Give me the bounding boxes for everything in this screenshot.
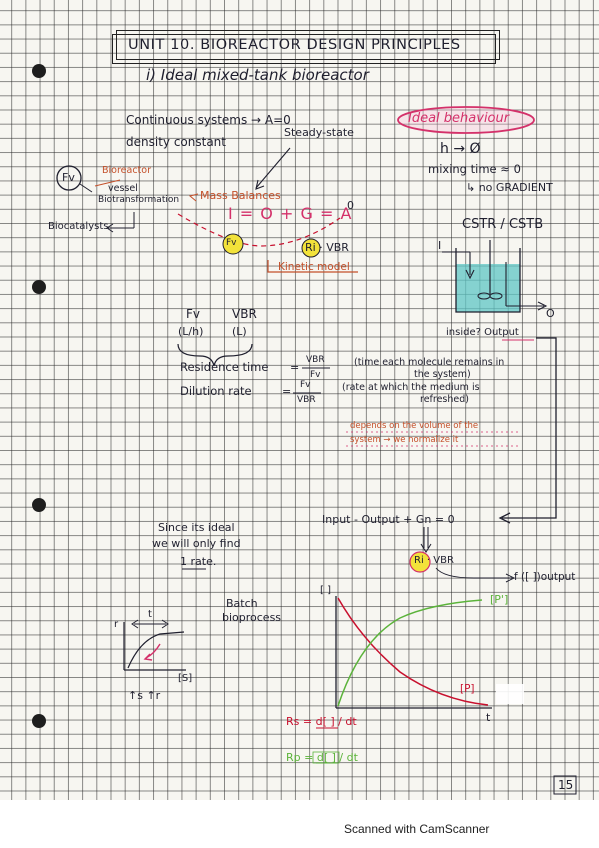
input-output-eq: Input - Output + Gn = 0 xyxy=(322,513,455,526)
page-subtitle: i) Ideal mixed-tank bioreactor xyxy=(146,66,369,84)
mini-s-label: [S] xyxy=(178,673,193,684)
tank-water xyxy=(456,264,520,312)
ideal-behaviour-label: Ideal behaviour xyxy=(408,111,510,126)
mixing-time: mixing time ≈ 0 xyxy=(428,162,521,176)
batch-label-2: bioprocess xyxy=(222,611,282,624)
continuous-note: Continuous systems → A=0 xyxy=(126,113,291,127)
inside-output-label: inside? Output xyxy=(446,327,519,338)
since-ideal-3: 1 rate. xyxy=(180,555,217,568)
biotransformation-note: Biotransformation xyxy=(98,195,180,205)
rs-equation: Rs = d[ ] / dt xyxy=(286,715,357,728)
page-number-box xyxy=(553,775,577,795)
page-title: UNIT 10. BIOREACTOR DESIGN PRINCIPLES xyxy=(128,37,461,53)
density-note: density constant xyxy=(126,135,226,149)
dilution-numerator: Fv xyxy=(300,380,311,390)
batch-p-curve-label: [P'] xyxy=(490,593,509,606)
balance-equation: I = O + G = A xyxy=(228,204,353,223)
f-output-label: f ([ ])output xyxy=(514,571,576,583)
steady-state-note: Steady-state xyxy=(284,126,354,139)
batch-label-1: Batch xyxy=(226,597,258,610)
mini-curve xyxy=(127,631,185,669)
binder-hole xyxy=(32,714,46,728)
residence-note-2: the system) xyxy=(414,369,471,380)
mass-balances-label: Mass Balances xyxy=(200,189,281,202)
output-connector xyxy=(502,337,557,519)
fv-circle xyxy=(56,165,82,191)
notebook-page: UNIT 10. BIOREACTOR DESIGN PRINCIPLES i)… xyxy=(0,0,599,800)
binder-hole xyxy=(32,64,46,78)
title-frame-offset xyxy=(116,30,500,60)
ri-vbr-label: Ri · VBR xyxy=(305,241,349,254)
batch-y-label: [ ] xyxy=(320,585,331,596)
fv-highlight xyxy=(223,234,243,254)
since-ideal-1: Since its ideal xyxy=(158,521,235,534)
fv-units: (L/h) xyxy=(178,325,204,338)
title-frame xyxy=(112,34,496,64)
vbr-var: VBR xyxy=(232,307,257,321)
residence-time-label: Residence time xyxy=(180,360,269,374)
tank-input-label: I xyxy=(438,239,442,252)
mini-r-label: r xyxy=(114,619,119,630)
fv-circle-label: Fv xyxy=(62,171,75,184)
dilution-note-1: (rate at which the medium is xyxy=(342,382,480,393)
bioreactor-note: Bioreactor xyxy=(102,165,151,176)
h-zero: h → Ø xyxy=(440,141,481,157)
tank-output-label: O xyxy=(546,307,555,320)
balance-zero: 0 xyxy=(347,199,354,212)
ri-vbr-label-2: Ri · VBR xyxy=(414,555,454,566)
binder-hole xyxy=(32,280,46,294)
arrow-to-mass-balances xyxy=(255,147,291,189)
fv-vbr-brace xyxy=(177,343,253,367)
batch-t-label: t xyxy=(486,711,491,724)
since-ideal-2: we will only find xyxy=(152,537,241,550)
ideal-behaviour-oval xyxy=(397,106,535,134)
fv-circle-label-2: Fv xyxy=(226,238,237,248)
scanner-watermark: Scanned with CamScanner xyxy=(344,822,490,836)
residence-denominator: Fv xyxy=(310,370,321,380)
residence-numerator: VBR xyxy=(306,355,325,365)
product-curve xyxy=(337,599,483,707)
dilution-rate-label: Dilution rate xyxy=(180,384,252,398)
biocatalysts-note: Biocatalysts xyxy=(48,221,109,232)
depends-note-2: system → we normalize it xyxy=(350,435,459,445)
depends-note-1: depends on the volume of the xyxy=(350,421,479,431)
ri-highlight xyxy=(302,239,320,257)
fv-var: Fv xyxy=(186,307,201,321)
page-number: 15 xyxy=(558,778,574,792)
ink-drawings xyxy=(56,106,577,795)
vessel-note: vessel xyxy=(108,183,138,194)
binder-hole xyxy=(32,498,46,512)
residence-eq-sign: = xyxy=(290,361,300,374)
balance-arc xyxy=(177,213,341,247)
vbr-units: (L) xyxy=(232,325,247,338)
mini-arrows-label: ↑s ↑r xyxy=(128,689,161,702)
mini-t-label: t xyxy=(148,609,152,620)
batch-p-label: [P] xyxy=(460,683,475,695)
dilution-eq-sign: = xyxy=(282,385,292,398)
kinetic-model-label: Kinetic model xyxy=(278,261,350,273)
ri-highlight-2 xyxy=(410,552,430,572)
dilution-denominator: VBR xyxy=(297,395,316,405)
dilution-note-2: refreshed) xyxy=(420,394,469,405)
residence-note-1: (time each molecule remains in xyxy=(354,357,505,368)
tank-walls xyxy=(455,248,521,313)
rp-equation: Rp = d[ ] / dt xyxy=(286,751,358,764)
cstr-label: CSTR / CSTB xyxy=(462,217,544,232)
substrate-curve xyxy=(337,597,489,706)
no-gradient: ↳ no GRADIENT xyxy=(466,181,553,194)
